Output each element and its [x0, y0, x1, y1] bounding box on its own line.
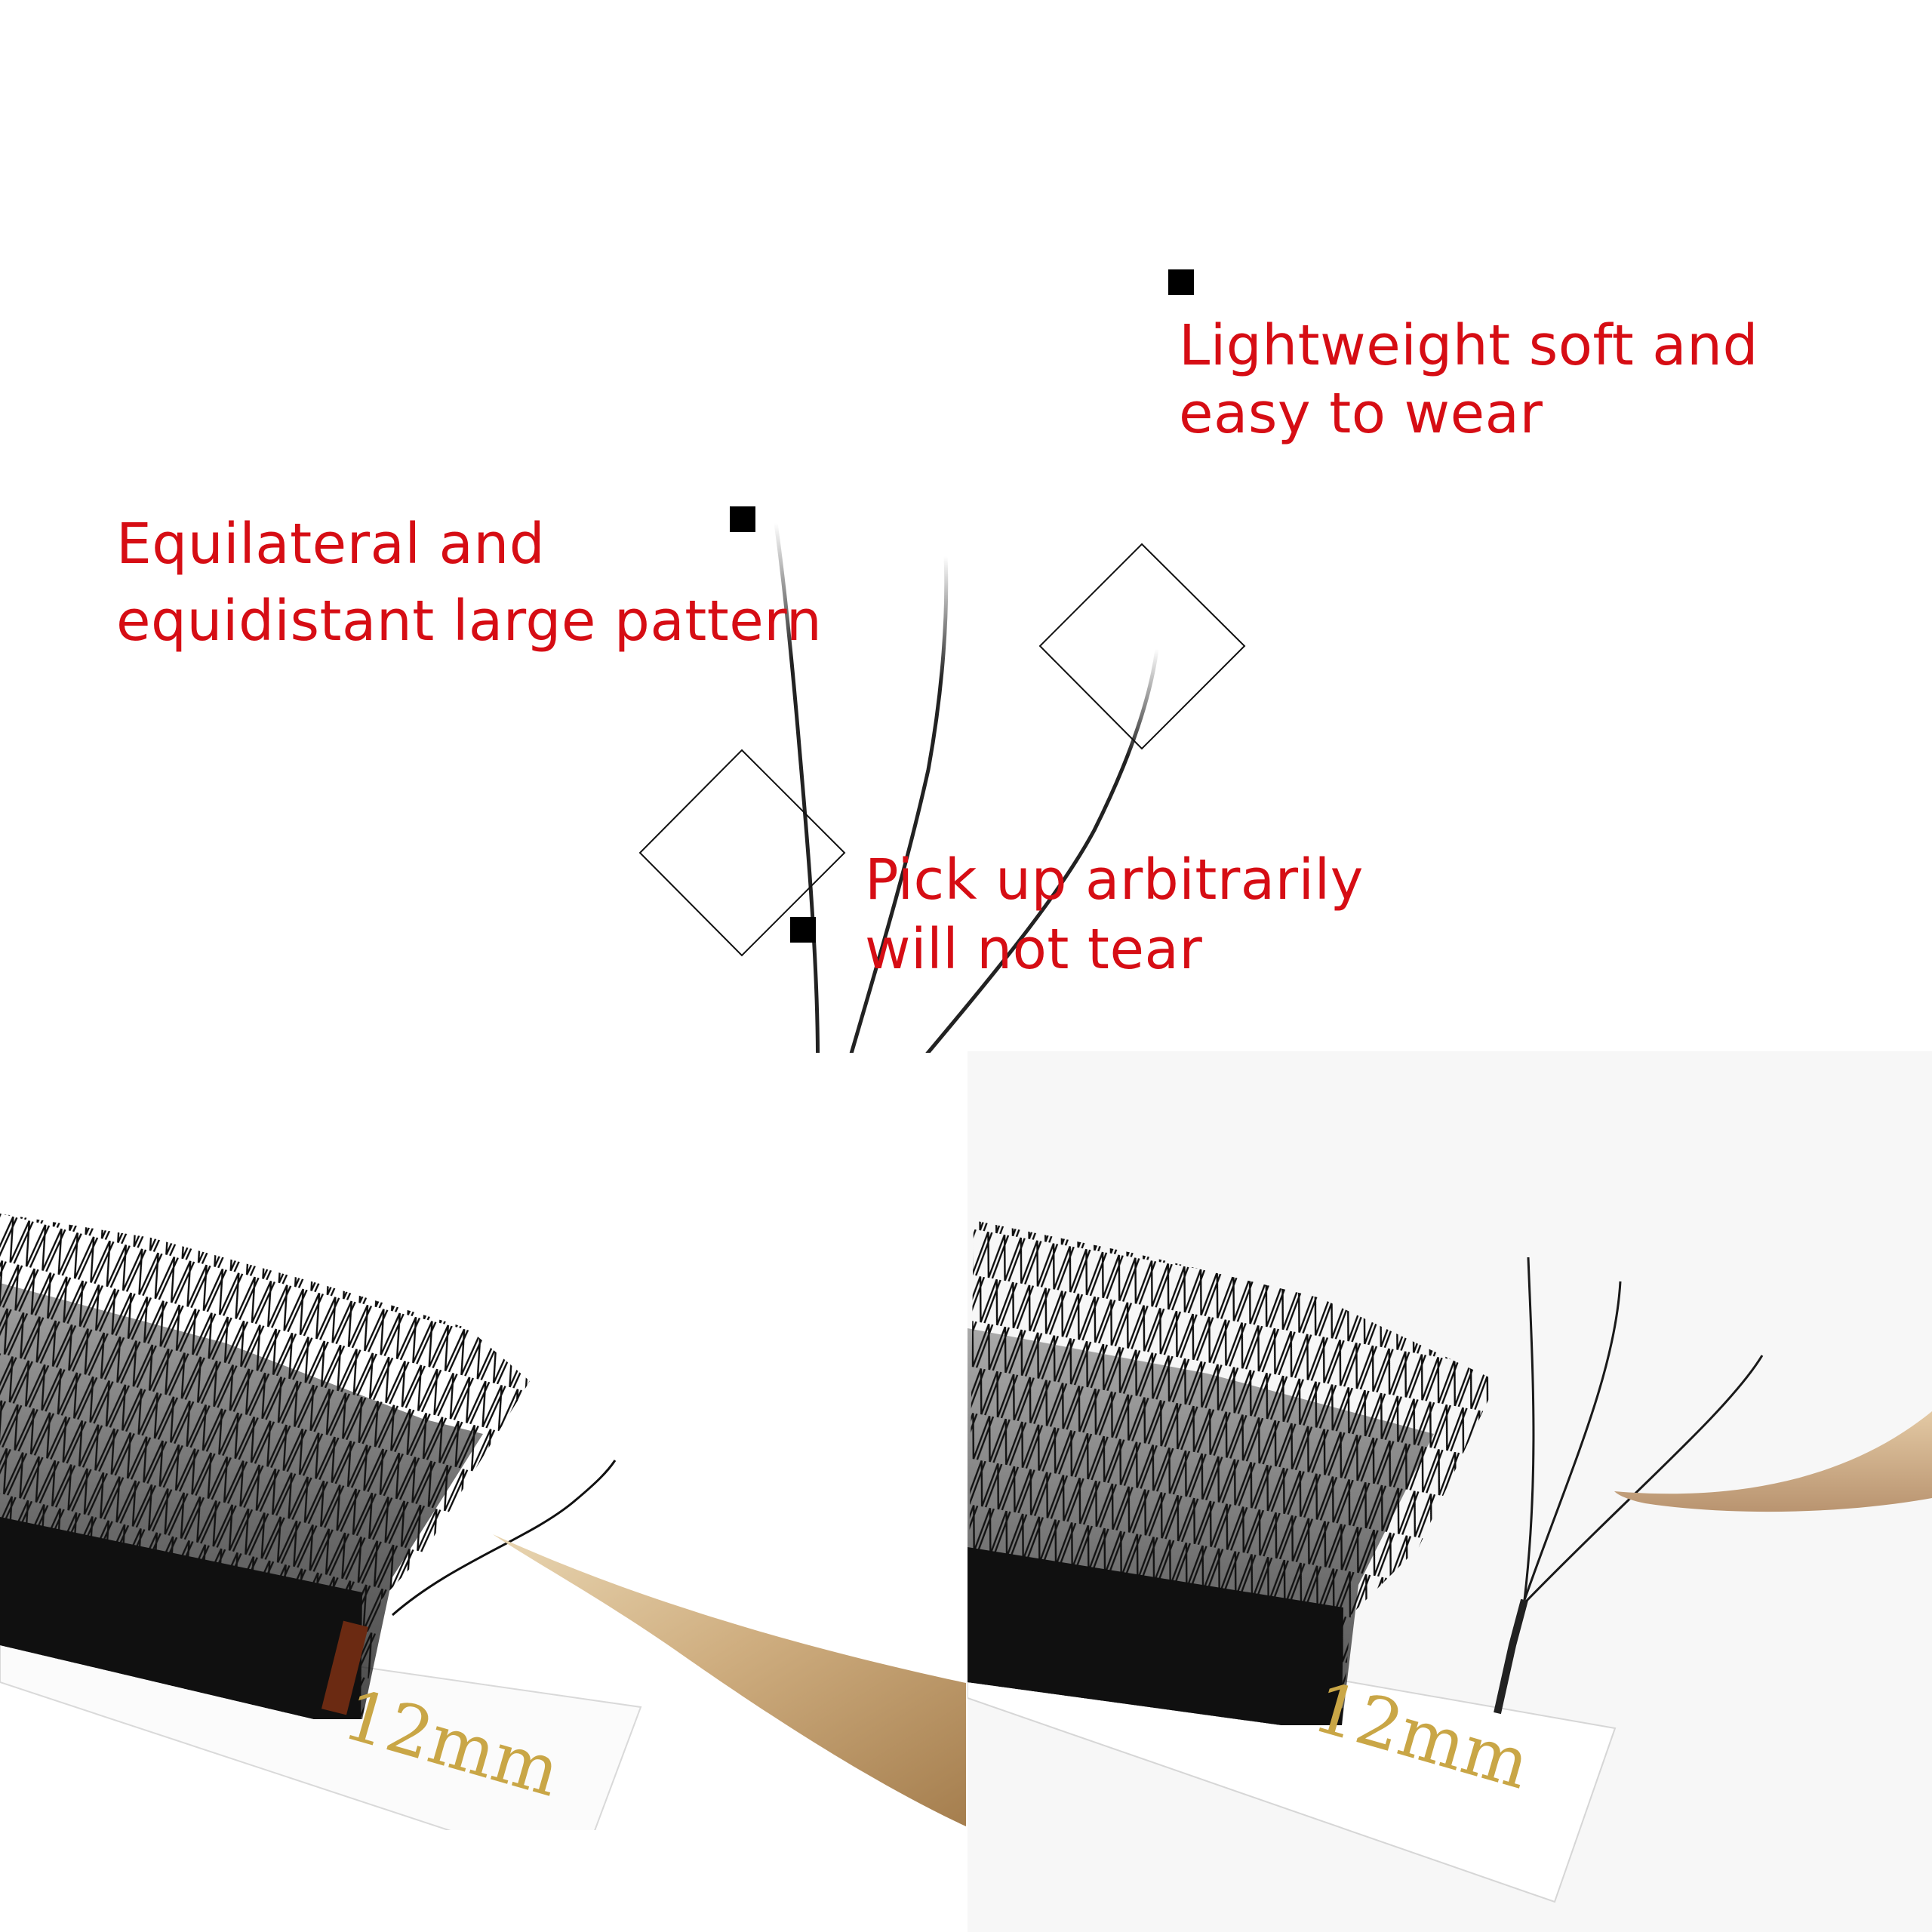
lash-strip-band — [0, 1517, 362, 1719]
tweezer — [1614, 1411, 1932, 1512]
caption-line: Lightweight soft and — [1179, 313, 1759, 378]
caption-line: easy to wear — [1179, 381, 1543, 446]
feature-caption-lightweight: Lightweight soft and easy to wear — [1179, 312, 1758, 448]
caption-line: Pick up arbitrarily — [865, 848, 1364, 912]
callout-marker-bottom — [790, 917, 816, 943]
single-lash-fan — [1494, 1598, 1528, 1715]
photo-lash-tray-single-fan: 12mm — [968, 1051, 1932, 1932]
feature-caption-pattern: Equilateral and equidistant large patter… — [116, 506, 822, 660]
callout-marker-middle-left — [730, 506, 755, 532]
photo-left-drawing: 12mm — [0, 1214, 966, 1830]
callout-diamond-middle-left — [638, 749, 846, 957]
photo-lash-tray-tweezers: 12mm — [0, 1053, 966, 1830]
callout-marker-top-right — [1168, 269, 1194, 295]
caption-line: equidistant large pattern — [116, 589, 823, 654]
tweezer — [493, 1534, 966, 1826]
caption-line: Equilateral and — [116, 512, 546, 577]
caption-line: will not tear — [865, 917, 1203, 982]
callout-diamond-top-right — [1038, 543, 1246, 750]
photo-right-drawing: 12mm — [968, 1220, 1932, 1903]
feature-caption-pickup: Pick up arbitrarily will not tear — [865, 845, 1364, 984]
lash-strip-band — [968, 1547, 1343, 1725]
